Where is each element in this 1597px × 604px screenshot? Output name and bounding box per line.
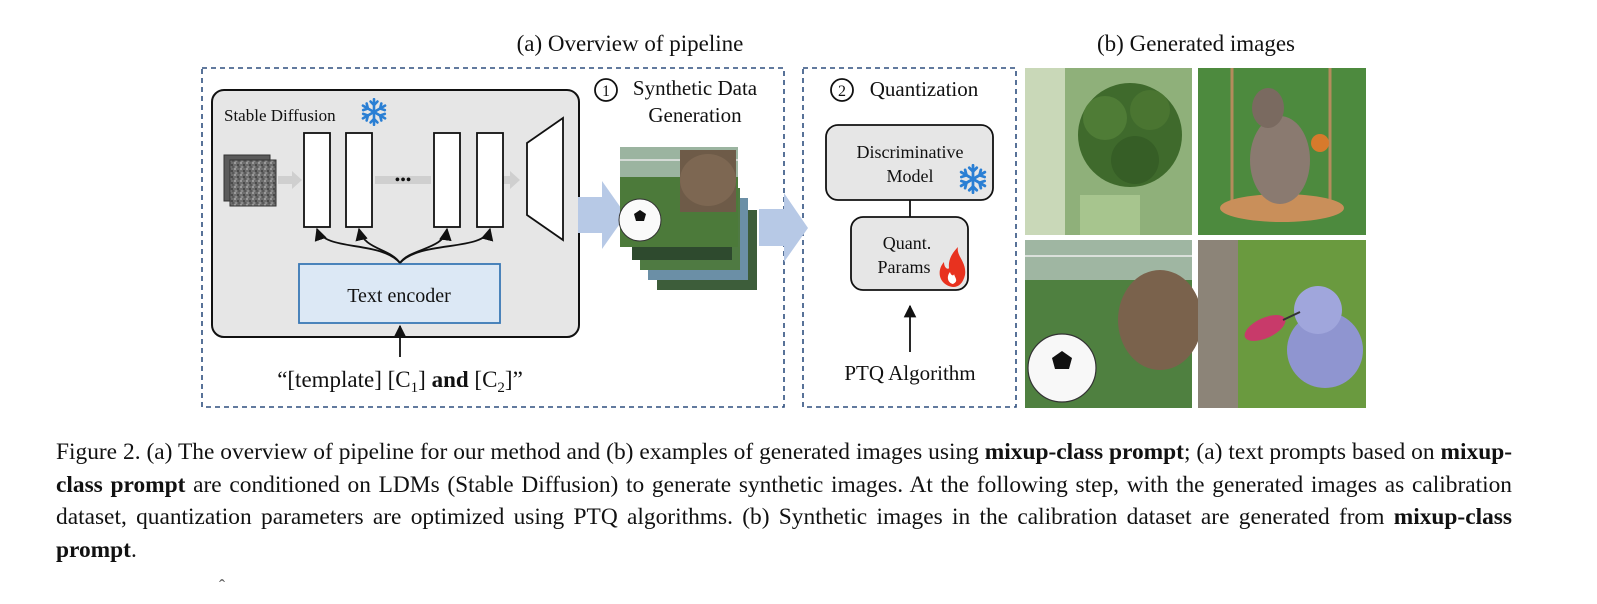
caption-bold-3: mixup-class prompt: [56, 504, 1512, 563]
step-1-label-line1: Synthetic Data: [633, 76, 758, 100]
generated-image-wallaby: [1198, 68, 1366, 235]
figure-caption: Figure 2. (a) The overview of pipeline f…: [56, 436, 1512, 566]
text-encoder-box: [298, 263, 501, 324]
generation-flow-arrow: [578, 181, 626, 249]
quant-params-box: [850, 216, 969, 291]
vae-decoder: [526, 116, 564, 242]
panel-a-title: (a) Overview of pipeline: [517, 31, 744, 56]
synthetic-image-stack: [618, 147, 757, 290]
caption-text-3: are conditioned on LDMs (Stable Diffusio…: [56, 471, 1513, 531]
caption-bold-2: mixup-class prompt: [56, 439, 1513, 498]
discriminative-model-box: [825, 124, 994, 201]
generated-image-wombat: [1025, 240, 1202, 408]
discriminative-model-line1: Discriminative: [857, 142, 964, 162]
text-encoder-label: Text encoder: [347, 285, 451, 307]
quant-params-line2: Params: [878, 257, 931, 277]
step-1-label-line2: Generation: [648, 103, 742, 127]
caption-text-4: .: [130, 536, 137, 563]
stable-diffusion-label: Stable Diffusion: [224, 106, 336, 125]
discriminative-model-line2: Model: [887, 166, 934, 186]
unet-block-3: [433, 132, 461, 228]
step-1-number: 1: [602, 83, 610, 100]
generated-image-broccoli: [1025, 68, 1192, 235]
panel-b-title: (b) Generated images: [1097, 31, 1295, 56]
unet-block-1: [303, 132, 331, 228]
unet-block-4: [476, 132, 504, 228]
conditioning-arrows: [314, 227, 494, 264]
ptq-algorithm-label: PTQ Algorithm: [844, 361, 975, 385]
pipeline-figure: (a) Overview of pipeline (b) Generated i…: [201, 31, 1366, 408]
step-2-number: 2: [838, 83, 846, 100]
stray-mark: ˆ: [219, 576, 225, 596]
quant-params-line1: Quant.: [883, 233, 932, 253]
generated-image-hummingbird-teddy: [1198, 240, 1366, 408]
unet-block-2: [345, 132, 373, 228]
step-1-badge: [594, 78, 618, 102]
caption-bold-1: mixup-class prompt: [984, 439, 1184, 465]
quantization-flow-arrow: [759, 193, 808, 262]
noise-image-front: [229, 159, 277, 207]
caption-text-1: Figure 2. (a) The overview of pipeline f…: [56, 439, 985, 465]
quantization-dashed-box: [802, 67, 1017, 408]
caption-text-2: ; (a) text prompts based on: [1183, 439, 1441, 465]
step-2-badge: [830, 78, 854, 102]
prompt-text: “[template] [C1] and [C2]”: [277, 367, 523, 396]
step-2-label: Quantization: [870, 77, 979, 101]
trainable-fire-icon: [939, 247, 966, 287]
ellipsis: •••: [395, 172, 412, 189]
